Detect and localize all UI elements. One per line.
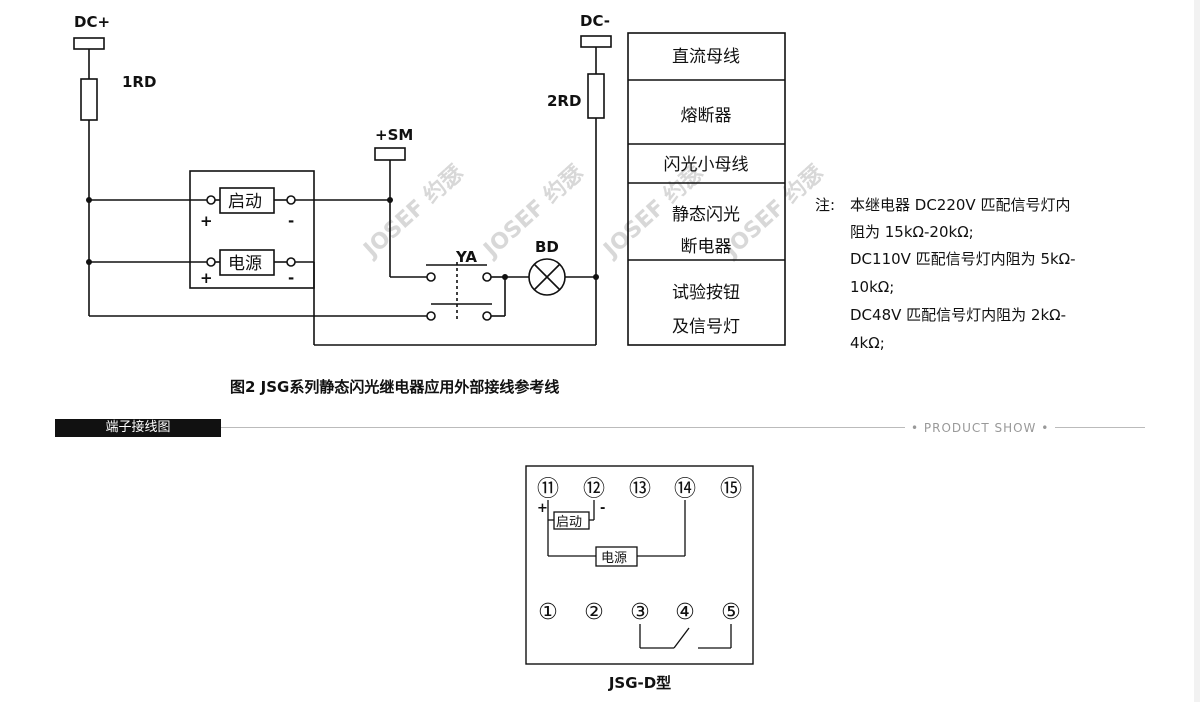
- start-label: 启动: [228, 192, 262, 212]
- pin-13: ⑬: [629, 477, 651, 502]
- pin-15: ⑮: [720, 477, 742, 502]
- terminal-dot: [206, 257, 216, 267]
- terminal-box: [525, 465, 754, 665]
- minus-mark: -: [288, 269, 294, 287]
- legend-static-flash: 静态闪光: [672, 205, 740, 225]
- watermark: JOSEF 约瑟: [357, 160, 468, 264]
- fuse-1rd: [80, 78, 98, 121]
- pin-12: ⑫: [583, 477, 605, 502]
- note-line: 阻为 15kΩ-20kΩ;: [850, 223, 974, 241]
- pin-14: ⑭: [674, 477, 696, 502]
- pin-4: ④: [675, 600, 695, 625]
- dc-plus-terminal: [73, 37, 105, 50]
- note-line: 10kΩ;: [850, 278, 894, 296]
- legend-test-button: 试验按钮: [672, 283, 740, 303]
- pin-1: ①: [538, 600, 558, 625]
- fuse-1rd-label: 1RD: [122, 73, 156, 91]
- ya-label: YA: [455, 248, 477, 266]
- section-title: 端子接线图: [55, 419, 221, 437]
- minus-mark: -: [288, 212, 294, 230]
- note-line: DC48V 匹配信号灯内阻为 2kΩ-: [850, 306, 1066, 324]
- sm-terminal: [374, 147, 406, 161]
- terminal-wires: [547, 500, 732, 649]
- bd-label: BD: [535, 238, 559, 256]
- fuse-2rd-label: 2RD: [547, 92, 581, 110]
- watermark: JOSEF 约瑟: [477, 160, 588, 264]
- sm-label: +SM: [375, 126, 413, 144]
- terminal-dot: [286, 195, 296, 205]
- circuit-wires: [73, 35, 612, 346]
- pin-11: ⑪: [537, 477, 559, 502]
- pin-5: ⑤: [721, 600, 741, 625]
- terminal-pins-top: ⑪ ⑫ ⑬ ⑭ ⑮: [537, 477, 742, 502]
- pin-3: ③: [630, 600, 650, 625]
- relay-module: [189, 170, 315, 289]
- terminal-pins-bottom: ① ② ③ ④ ⑤: [538, 600, 741, 625]
- page-scrollbar[interactable]: [1194, 0, 1200, 702]
- legend-flash-bus: 闪光小母线: [664, 155, 749, 175]
- pin-2: ②: [584, 600, 604, 625]
- terminal-dot: [286, 257, 296, 267]
- model-label: JSG-D型: [608, 674, 671, 692]
- watermark-layer: JOSEF 约瑟 JOSEF 约瑟 JOSEF 约瑟 JOSEF 约瑟: [357, 160, 828, 264]
- fuse-2rd: [587, 73, 605, 119]
- note-line: 4kΩ;: [850, 334, 885, 352]
- dc-minus-terminal: [580, 35, 612, 48]
- note-line: 本继电器 DC220V 匹配信号灯内: [850, 196, 1070, 214]
- note-prefix: 注:: [815, 196, 835, 214]
- terminal-start-label: 启动: [556, 515, 582, 530]
- legend-dc-bus: 直流母线: [672, 47, 740, 67]
- legend-table: [627, 32, 786, 346]
- note-line: DC110V 匹配信号灯内阻为 5kΩ-: [850, 250, 1076, 268]
- power-label: 电源: [228, 254, 262, 274]
- legend-fuse: 熔断器: [681, 106, 732, 126]
- terminal-dot: [206, 195, 216, 205]
- section-subtitle: • PRODUCT SHOW •: [905, 419, 1056, 437]
- terminal-power-label: 电源: [601, 551, 627, 566]
- dc-plus-label: DC+: [74, 13, 110, 31]
- terminal-plus-mark: +: [537, 501, 548, 516]
- terminal-minus-mark: -: [600, 501, 605, 516]
- section-divider: [221, 427, 1145, 428]
- plus-mark: +: [200, 212, 213, 230]
- dc-minus-label: DC-: [580, 12, 610, 30]
- junction-dots: [86, 197, 599, 280]
- legend-signal-lamp: 及信号灯: [672, 317, 740, 337]
- legend-relay: 断电器: [681, 237, 732, 257]
- figure-caption: 图2 JSG系列静态闪光继电器应用外部接线参考线: [230, 378, 559, 396]
- plus-mark: +: [200, 269, 213, 287]
